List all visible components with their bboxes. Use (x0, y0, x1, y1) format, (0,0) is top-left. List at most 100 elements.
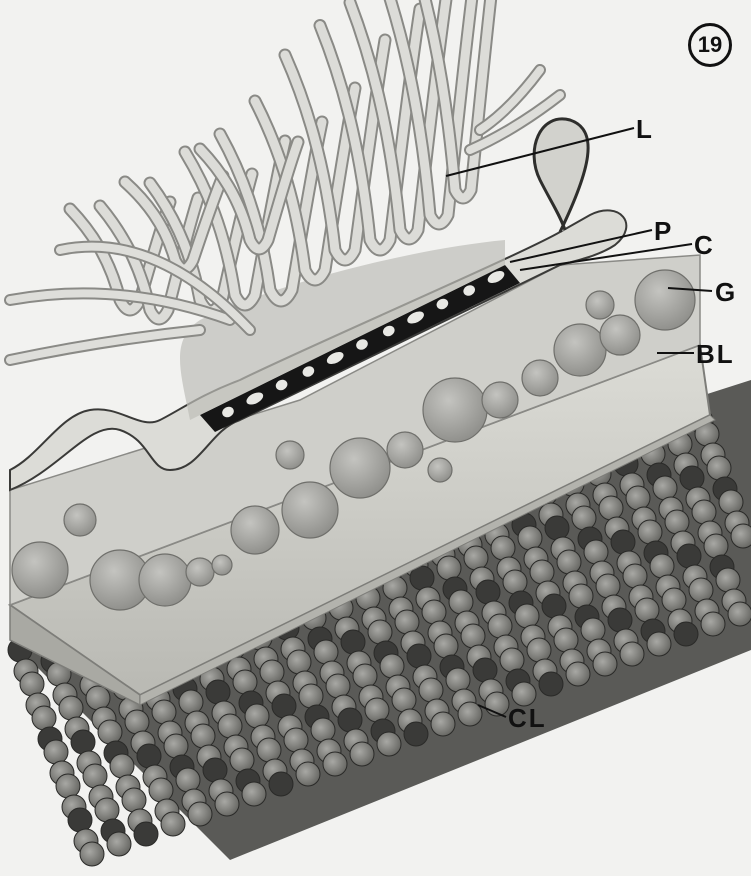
collagen-fibril (566, 662, 590, 686)
collagen-fibril (323, 752, 347, 776)
granule (186, 558, 214, 586)
collagen-fibril (353, 664, 377, 688)
collagen-fibril (377, 732, 401, 756)
collagen-fibril (689, 578, 713, 602)
collagen-fibril (20, 672, 44, 696)
collagen-fibril (350, 742, 374, 766)
granule (428, 458, 452, 482)
collagen-fibril (593, 652, 617, 676)
collagen-fibril (461, 624, 485, 648)
collagen-fibril (719, 490, 743, 514)
collagen-fibril (365, 698, 389, 722)
collagen-fibril (68, 808, 92, 832)
collagen-fibril (287, 650, 311, 674)
collagen-fibril (380, 654, 404, 678)
granule (482, 382, 518, 418)
collagen-fibril (572, 506, 596, 530)
collagen-fibril (56, 774, 80, 798)
collagen-fibril (98, 720, 122, 744)
label-bl: BL (696, 341, 735, 367)
collagen-fibril (680, 466, 704, 490)
collagen-fibril (395, 610, 419, 634)
collagen-fibril (71, 730, 95, 754)
collagen-fibril (701, 612, 725, 636)
granule (600, 315, 640, 355)
collagen-fibril (164, 734, 188, 758)
collagen-fibril (650, 554, 674, 578)
collagen-fibril (122, 788, 146, 812)
granule (330, 438, 390, 498)
granule (554, 324, 606, 376)
collagen-fibril (245, 704, 269, 728)
collagen-fibril (230, 748, 254, 772)
collagen-fibril (716, 568, 740, 592)
collagen-fibril (692, 500, 716, 524)
collagen-fibril (188, 802, 212, 826)
granule (423, 378, 487, 442)
collagen-fibril (500, 648, 524, 672)
collagen-fibril (341, 630, 365, 654)
collagen-fibril (191, 724, 215, 748)
collagen-fibril (647, 632, 671, 656)
collagen-fibril (731, 524, 751, 548)
label-c: C (694, 232, 715, 258)
collagen-fibril (419, 678, 443, 702)
figure-number: 19 (688, 23, 732, 67)
collagen-fibril (296, 762, 320, 786)
collagen-fibril (215, 792, 239, 816)
collagen-fibril (626, 486, 650, 510)
granule (635, 270, 695, 330)
granule (139, 554, 191, 606)
label-g: G (715, 279, 737, 305)
collagen-fibril (491, 536, 515, 560)
collagen-fibril (137, 744, 161, 768)
granule (276, 441, 304, 469)
collagen-fibril (299, 684, 323, 708)
collagen-fibril (314, 640, 338, 664)
granule (282, 482, 338, 538)
granule (387, 432, 423, 468)
collagen-fibril (326, 674, 350, 698)
collagen-fibril (269, 772, 293, 796)
collagen-fibril (44, 740, 68, 764)
collagen-fibril (530, 560, 554, 584)
collagen-fibril (149, 778, 173, 802)
collagen-fibril (539, 672, 563, 696)
collagen-fibril (176, 768, 200, 792)
collagen-fibril (95, 798, 119, 822)
collagen-fibril (179, 690, 203, 714)
collagen-fibril (110, 754, 134, 778)
collagen-fibril (152, 700, 176, 724)
collagen-fibril (518, 526, 542, 550)
fiber (10, 330, 200, 360)
collagen-fibril (554, 628, 578, 652)
collagen-fibril (404, 722, 428, 746)
collagen-fibril (161, 812, 185, 836)
granule (64, 504, 96, 536)
collagen-fibril (368, 620, 392, 644)
collagen-fibril (272, 694, 296, 718)
collagen-fibril (584, 540, 608, 564)
collagen-fibril (704, 534, 728, 558)
collagen-fibril (599, 496, 623, 520)
collagen-fibril (260, 660, 284, 684)
collagen-fibril (431, 712, 455, 736)
collagen-fibril (83, 764, 107, 788)
collagen-fibril (392, 688, 416, 712)
collagen-fibril (338, 708, 362, 732)
collagen-fibril (464, 546, 488, 570)
granule (522, 360, 558, 396)
collagen-fibril (488, 614, 512, 638)
collagen-fibril (677, 544, 701, 568)
collagen-fibril (569, 584, 593, 608)
granule (12, 542, 68, 598)
collagen-fibril (527, 638, 551, 662)
collagen-fibril (284, 728, 308, 752)
collagen-fibril (446, 668, 470, 692)
collagen-fibril (437, 556, 461, 580)
collagen-fibril (623, 564, 647, 588)
collagen-fibril (125, 710, 149, 734)
collagen-fibril (665, 510, 689, 534)
collagen-fibril (311, 718, 335, 742)
collagen-fibril (218, 714, 242, 738)
